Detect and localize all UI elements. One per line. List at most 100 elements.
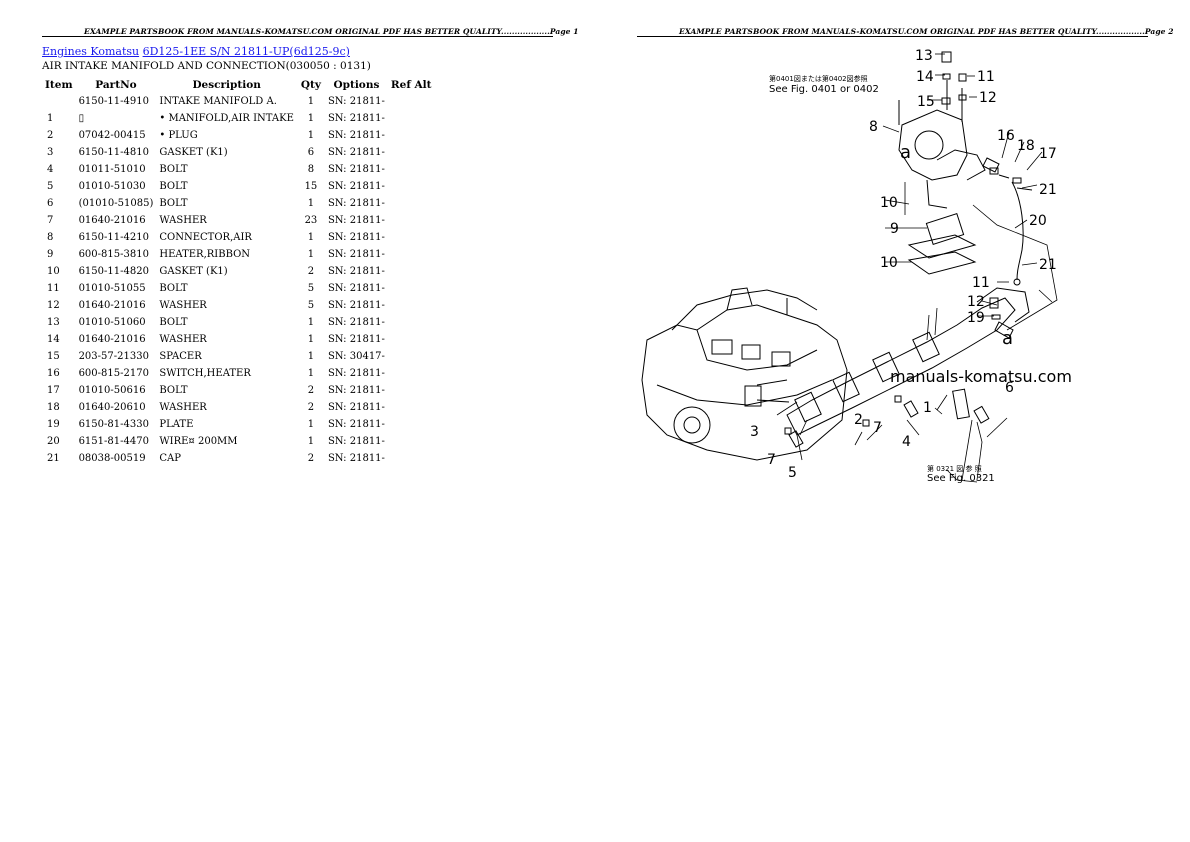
cell-qty: 1	[307, 351, 315, 362]
cell-opt: SN: 21811-	[327, 283, 385, 294]
cell-opt: SN: 21811-	[327, 419, 385, 430]
col-item: Item	[45, 78, 73, 91]
cell-ref	[388, 161, 435, 178]
cell-ref	[388, 331, 435, 348]
cell-ref	[388, 178, 435, 195]
callout-16: 16	[997, 128, 1015, 144]
engine-block-drawing	[641, 287, 848, 461]
cell-part: 07042-00415	[78, 130, 146, 141]
cell-qty: 1	[307, 436, 315, 447]
cell-item: 5	[47, 181, 54, 192]
cell-part: 01010-51060	[78, 317, 146, 328]
cell-item: 9	[47, 249, 54, 260]
callout-11: 11	[972, 275, 990, 291]
cell-part: 08038-00519	[78, 453, 146, 464]
cell-part: 600-815-2170	[78, 368, 149, 379]
cell-opt: SN: 21811-	[327, 96, 385, 107]
cell-part: 01640-21016	[78, 300, 146, 311]
cell-opt: SN: 21811-	[327, 453, 385, 464]
exploded-parts-diagram: 13 14 11 15 12 8 a 16 18 17 21 20 10 9 1…	[637, 40, 1157, 490]
cell-qty: 8	[307, 164, 315, 175]
cell-qty: 1	[307, 232, 315, 243]
cell-desc: BOLT	[159, 198, 188, 209]
cell-qty: 5	[307, 283, 315, 294]
parts-table-header: Item PartNo Description Qty Options Ref …	[42, 76, 435, 93]
cell-opt: SN: 21811-	[327, 402, 385, 413]
cell-part: ▯	[78, 113, 85, 124]
cell-desc: WASHER	[159, 215, 207, 226]
cell-item	[42, 93, 76, 110]
callout-10: 10	[880, 255, 898, 271]
cell-qty: 1	[307, 334, 315, 345]
ref-top: See Fig. 0401 or 0402	[769, 84, 879, 95]
cell-part: 01011-51010	[78, 164, 146, 175]
cell-desc: INTAKE MANIFOLD A.	[159, 96, 277, 107]
callout-19: 19	[967, 310, 985, 326]
cell-ref	[388, 229, 435, 246]
cell-part: 6150-11-4810	[78, 147, 149, 158]
heater-ribbon	[925, 212, 965, 246]
cell-opt: SN: 21811-	[327, 368, 385, 379]
cell-item: 4	[47, 164, 54, 175]
cell-opt: SN: 21811-	[327, 181, 385, 192]
cell-item: 20	[47, 436, 60, 447]
cell-part: (01010-51085)	[78, 198, 154, 209]
cell-qty: 2	[307, 385, 315, 396]
callout-7: 7	[767, 452, 776, 468]
callout-6: 6	[1005, 380, 1014, 396]
cell-opt: SN: 21811-	[327, 113, 385, 124]
cell-ref	[388, 212, 435, 229]
cell-opt: SN: 21811-	[327, 334, 385, 345]
page-header: EXAMPLE PARTSBOOK FROM MANUALS-KOMATSU.C…	[679, 27, 1174, 36]
callout-14: 14	[916, 69, 934, 85]
breadcrumb-link-model[interactable]: 6D125-1EE S/N 21811-UP(6d125-9c)	[142, 45, 350, 58]
heater-wire-drawing	[982, 157, 1033, 286]
col-qty: Qty	[300, 78, 321, 91]
col-partno: PartNo	[95, 78, 137, 91]
cell-qty: 1	[307, 368, 315, 379]
cell-desc: • MANIFOLD,AIR INTAKE	[159, 113, 294, 124]
parts-table: Item PartNo Description Qty Options Ref …	[42, 76, 435, 467]
cell-desc: • PLUG	[159, 130, 198, 141]
cell-part: 01640-21016	[78, 215, 146, 226]
cell-part: 6150-81-4330	[78, 419, 149, 430]
breadcrumb-link-engines[interactable]: Engines Komatsu	[42, 45, 140, 58]
callout-1: 1	[923, 400, 932, 416]
callout-21: 21	[1039, 257, 1057, 273]
gasket-top	[907, 234, 977, 259]
callout-17: 17	[1039, 146, 1057, 162]
callout-12: 12	[967, 294, 985, 310]
cell-qty: 15	[304, 181, 318, 192]
cell-desc: BOLT	[159, 164, 188, 175]
cell-ref	[388, 127, 435, 144]
reference-notes: 第0401図または第0402図参照 See Fig. 0401 or 0402 …	[769, 74, 1072, 484]
callout-a: a	[900, 142, 911, 163]
cell-ref	[388, 433, 435, 450]
watermark: manuals-komatsu.com	[890, 367, 1072, 386]
cell-desc: CAP	[159, 453, 181, 464]
cell-opt: SN: 21811-	[327, 436, 385, 447]
cell-desc: SWITCH,HEATER	[159, 368, 251, 379]
cell-part: 01010-50616	[78, 385, 146, 396]
cell-ref	[388, 297, 435, 314]
callout-20: 20	[1029, 213, 1047, 229]
cell-qty: 2	[307, 266, 315, 277]
cell-item: 14	[47, 334, 60, 345]
col-options: Options	[333, 78, 380, 91]
cell-ref	[388, 399, 435, 416]
cell-qty: 1	[307, 130, 315, 141]
cell-item: 19	[47, 419, 60, 430]
cell-item: 11	[47, 283, 60, 294]
cell-ref	[388, 246, 435, 263]
cell-ref	[388, 93, 435, 110]
